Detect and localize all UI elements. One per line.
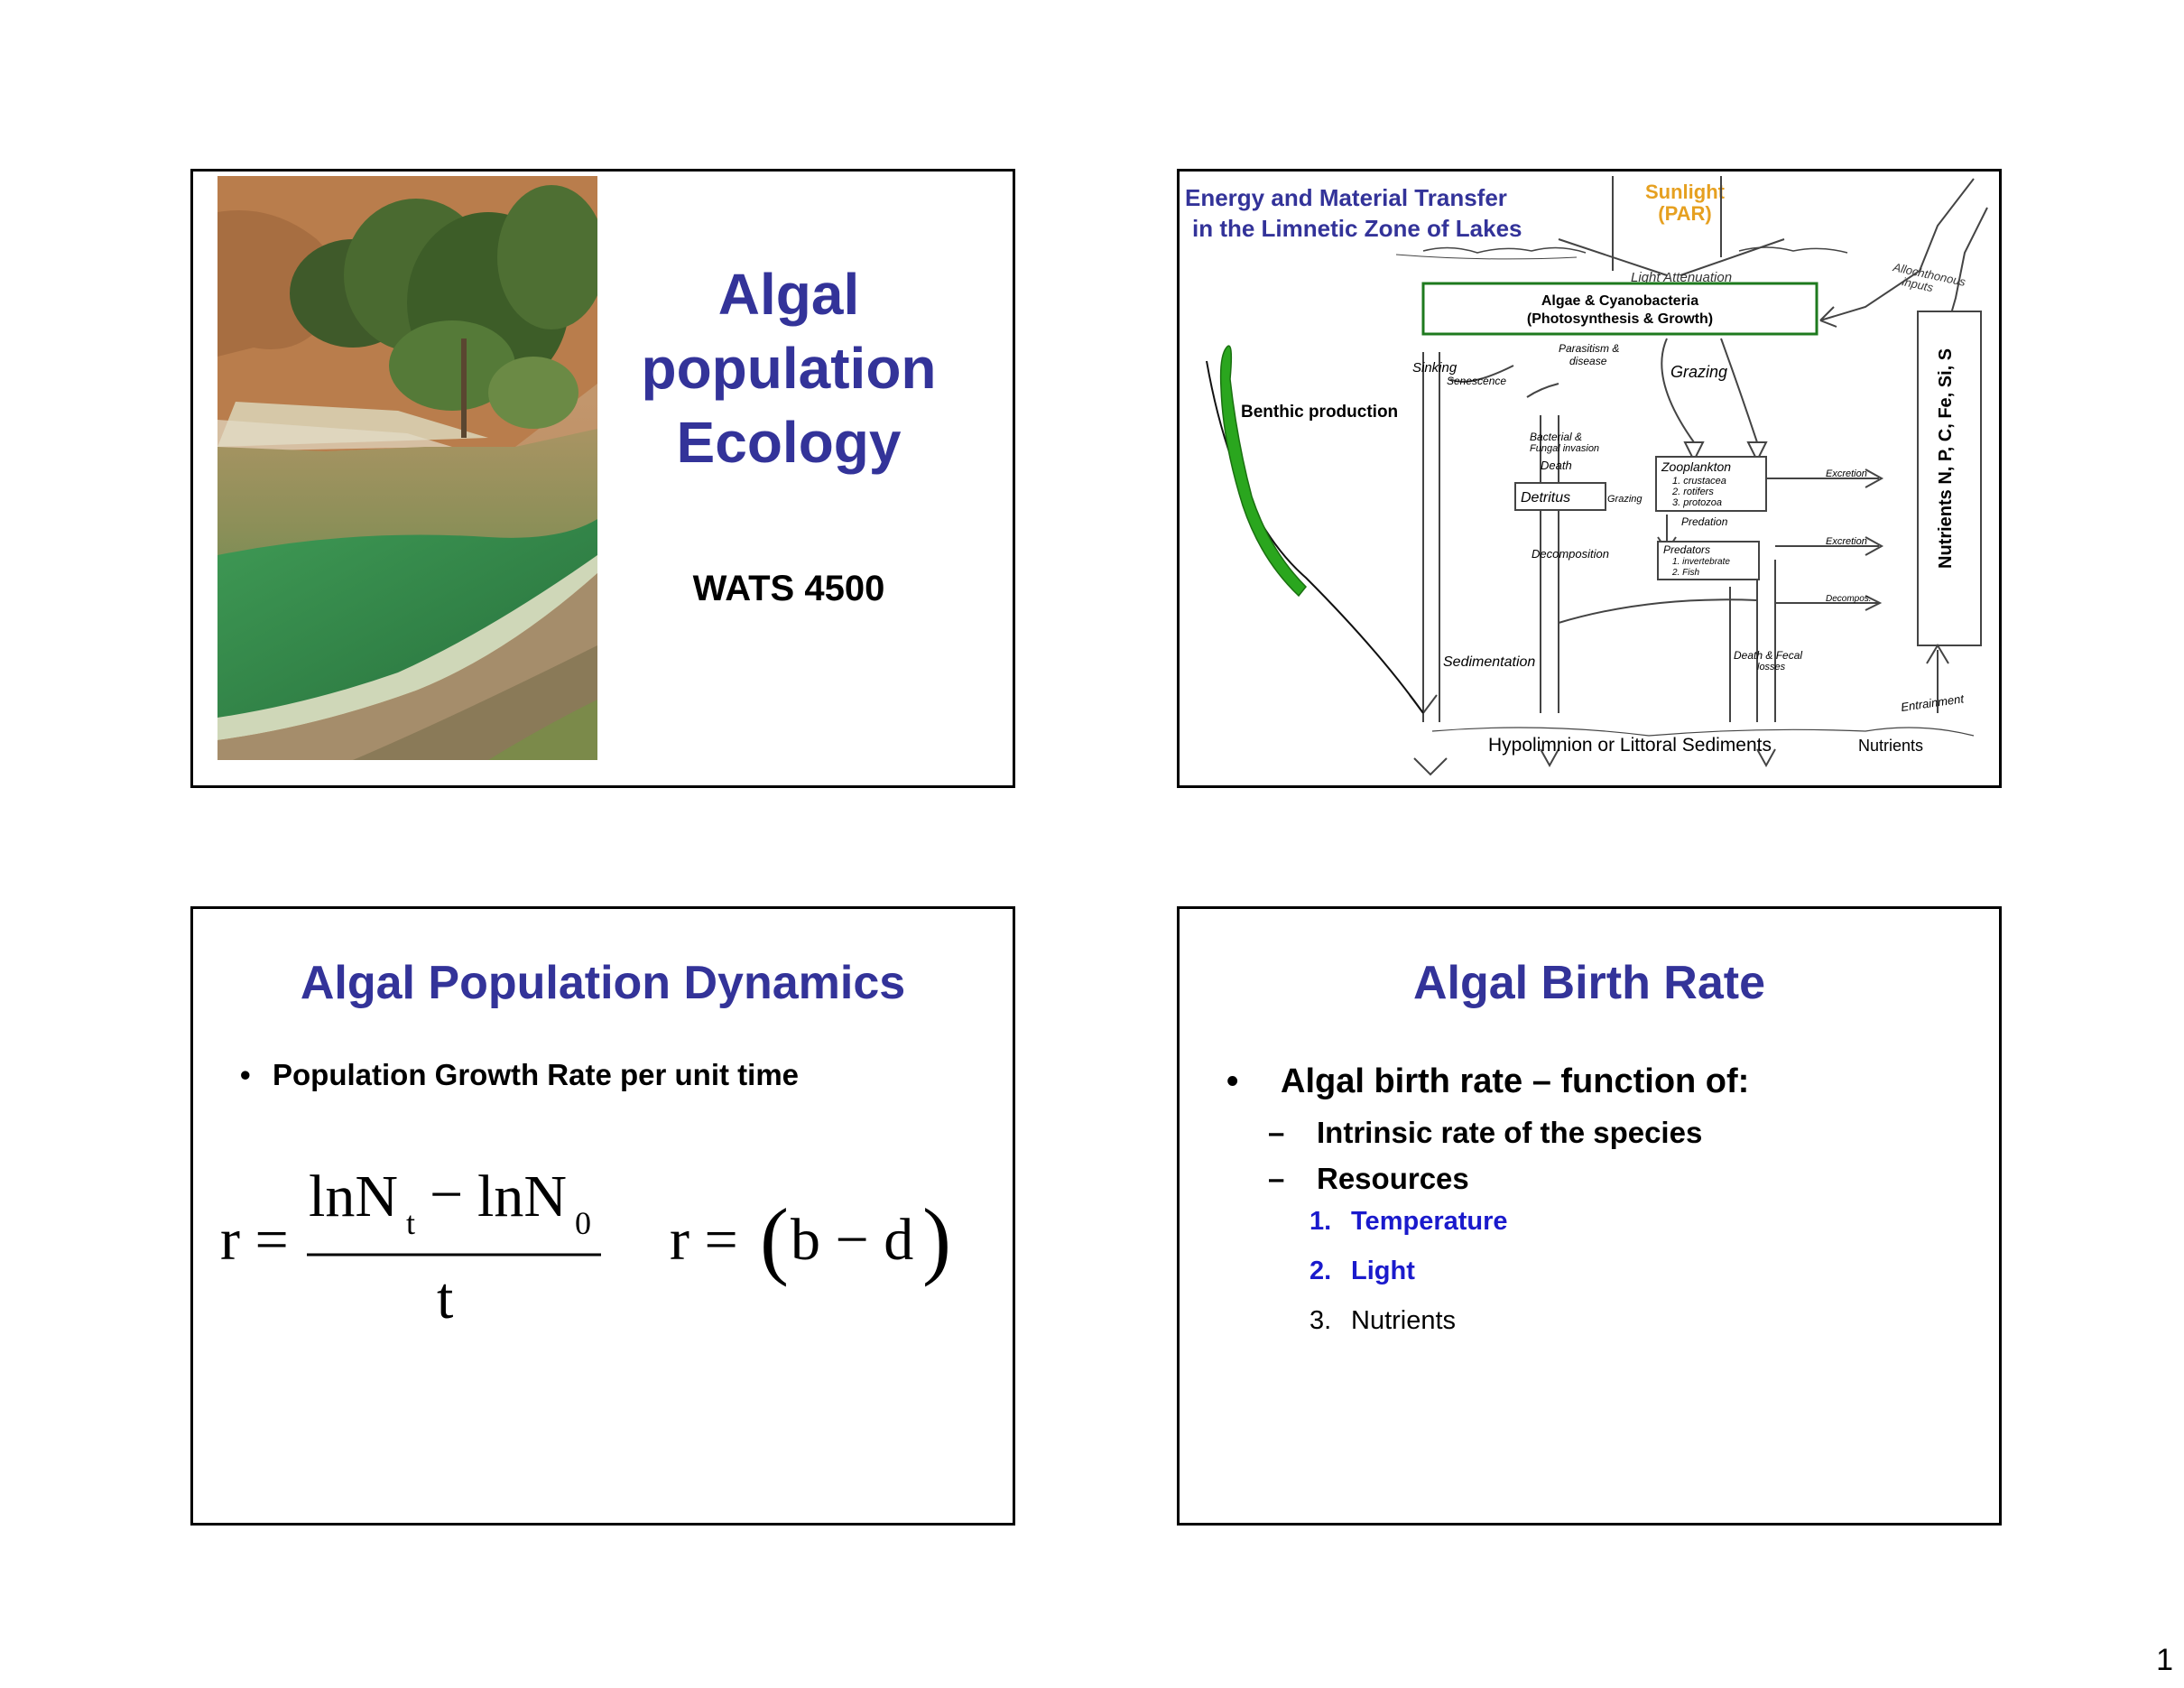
dash-mark: – (1268, 1116, 1285, 1149)
sinking-label: Sinking (1412, 360, 1458, 376)
allochthonous-arrows (1819, 178, 1988, 330)
item-number: 1. (1309, 1207, 1332, 1236)
pred-item: 2. Fish (1671, 568, 1699, 578)
nutrients-vertical-label: Nutrients N, P, C, Fe, Si, S (1936, 348, 1956, 569)
resource-item-nutrients: 3. Nutrients (1309, 1306, 1456, 1336)
grazing-small-label: Grazing (1607, 494, 1643, 505)
parasitism-label: Parasitism & (1559, 342, 1619, 355)
algae-box-line1: Algae & Cyanobacteria (1541, 293, 1698, 309)
diagram-title-line1: Energy and Material Transfer (1185, 184, 1507, 211)
light-beam (1395, 176, 1848, 276)
zooplankton-box (1655, 456, 1767, 512)
sub-bullet-text: Intrinsic rate of the species (1317, 1116, 1703, 1149)
benthic-algae (1219, 345, 1308, 598)
light-attenuation-label: Light Attenuation (1631, 270, 1732, 285)
zoo-item: 2. rotifers (1671, 487, 1714, 497)
zoo-item: 1. crustacea (1672, 476, 1726, 487)
slide4-title: Algal Birth Rate (1412, 957, 1766, 1009)
predators-label: Predators (1663, 543, 1710, 556)
algae-box (1421, 282, 1818, 336)
eq1-lhs: r = (220, 1207, 289, 1273)
birth-rate-bullet: • Algal birth rate – function of: (1226, 1062, 1749, 1101)
sub-bullet-intrinsic: –Intrinsic rate of the species (1268, 1116, 1702, 1150)
predation-label: Predation (1681, 515, 1728, 528)
bacterial-label: Bacterial & (1530, 431, 1582, 443)
slide-population-dynamics: Algal Population Dynamics • Population Gr… (190, 906, 1015, 1526)
growth-rate-equations: r = lnN t − lnN 0 t r = ( b − d ) (220, 1162, 951, 1331)
eq2-close-paren: ) (922, 1191, 951, 1287)
sub-bullet-text: Resources (1317, 1162, 1469, 1195)
sedimentation-label: Sedimentation (1443, 654, 1535, 670)
senescence-label: Senescence (1447, 375, 1506, 387)
eq1-sub-0: 0 (575, 1205, 591, 1241)
benthic-label: Benthic production (1241, 403, 1398, 422)
slide1-title: Algal population Ecology (608, 257, 969, 479)
nutrients-bottom-label: Nutrients (1858, 737, 1923, 755)
par-label: (PAR) (1658, 202, 1711, 225)
page-number: 1 (2156, 1643, 2173, 1677)
resource-item-temperature: 1. Temperature (1309, 1207, 1508, 1237)
entrainment-label: Entrainment (1900, 691, 1966, 714)
losses-label: losses (1757, 662, 1786, 672)
decompos-label: Decompos. (1826, 594, 1872, 604)
disease-label: disease (1569, 355, 1607, 367)
eq2-body: b − d (791, 1207, 913, 1273)
zooplankton-label: Zooplankton (1661, 459, 1731, 474)
item-text: Light (1351, 1257, 1415, 1285)
excretion-label: Excretion (1826, 468, 1867, 479)
eq1-lnN0: lnN (477, 1164, 567, 1229)
nutrients-bar (1917, 311, 1982, 646)
bullet-text: Algal birth rate – function of: (1281, 1062, 1750, 1100)
item-text: Nutrients (1351, 1306, 1457, 1335)
bullet-text: Population Growth Rate per unit time (273, 1058, 800, 1091)
slide-title: Algal population Ecology WATS 4500 (190, 169, 1015, 788)
item-number: 2. (1309, 1257, 1332, 1285)
detritus-box (1514, 482, 1606, 511)
resource-item-light: 2. Light (1309, 1257, 1415, 1286)
eq1-sub-t: t (406, 1205, 415, 1241)
predators-box (1657, 541, 1760, 580)
eq1-lnNt: lnN (309, 1164, 398, 1229)
slide-energy-diagram: Energy and Material Transfer in the Limn… (1177, 169, 2002, 788)
course-code: WATS 4500 (692, 569, 885, 608)
fungal-label: Fungal invasion (1530, 443, 1599, 454)
dash-mark: – (1268, 1162, 1285, 1195)
grazing-label: Grazing (1670, 363, 1727, 381)
algae-box-line2: (Photosynthesis & Growth) (1527, 311, 1713, 327)
diagram-title-line2: in the Limnetic Zone of Lakes (1192, 215, 1522, 242)
flow-arrows (1409, 338, 1975, 776)
bullet-dot: • (240, 1058, 251, 1091)
death-label: Death (1541, 459, 1572, 472)
title-line: population (641, 336, 937, 401)
slide-birth-rate: Algal Birth Rate • Algal birth rate – fun… (1177, 906, 2002, 1526)
benthic-shoreline (1206, 360, 1424, 714)
sunlight-label: Sunlight (1645, 181, 1726, 203)
growth-rate-bullet: • Population Growth Rate per unit time (240, 1058, 799, 1092)
item-text: Temperature (1351, 1207, 1508, 1236)
lake-algae-photo (217, 176, 597, 760)
eq2-open-paren: ( (760, 1191, 789, 1287)
death-fecal-label: Death & Fecal (1734, 649, 1802, 662)
item-number: 3. (1309, 1306, 1332, 1335)
decomposition-label: Decomposition (1532, 547, 1609, 561)
inputs-label: inputs (1901, 274, 1935, 294)
sub-bullet-resources: –Resources (1268, 1162, 1469, 1196)
zoo-item: 3. protozoa (1672, 497, 1722, 508)
limnetic-transfer-diagram: Energy and Material Transfer in the Limn… (1185, 176, 1988, 776)
excretion-label: Excretion (1826, 536, 1867, 547)
eq1-denominator: t (437, 1266, 453, 1331)
eq1-minus: − (430, 1162, 463, 1228)
title-line: Ecology (676, 410, 902, 475)
pred-item: 1. invertebrate (1672, 557, 1730, 567)
bullet-dot: • (1226, 1062, 1239, 1100)
detritus-label: Detritus (1521, 490, 1570, 505)
slide3-title: Algal Population Dynamics (300, 957, 906, 1009)
eq2-lhs: r = (670, 1207, 738, 1273)
title-line: Algal (717, 262, 860, 327)
sediments-label: Hypolimnion or Littoral Sediments (1488, 735, 1772, 756)
